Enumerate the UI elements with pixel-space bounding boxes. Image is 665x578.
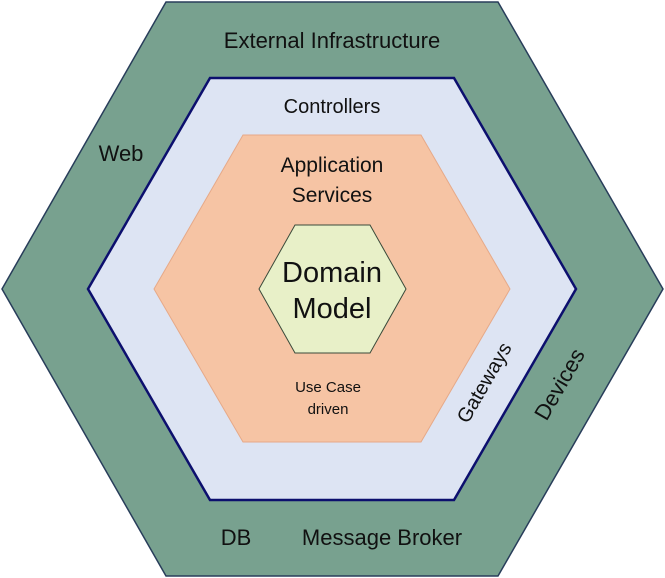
- use-case-label-line1: Use Case: [295, 379, 361, 396]
- db-label: DB: [221, 525, 252, 550]
- controllers-label: Controllers: [284, 96, 381, 118]
- domain-model-core: Domain Model: [258, 224, 407, 354]
- domain-model-label-line1: Domain: [282, 257, 382, 289]
- use-case-label-line2: driven: [308, 401, 349, 418]
- web-label: Web: [99, 141, 144, 166]
- application-services-label-line2: Services: [292, 184, 373, 207]
- message-broker-label: Message Broker: [302, 525, 462, 550]
- application-services-label-line1: Application: [281, 154, 384, 177]
- domain-model-label-line2: Model: [293, 293, 372, 325]
- domain-model-hexagon: [258, 224, 407, 354]
- external-infrastructure-label: External Infrastructure: [224, 28, 440, 53]
